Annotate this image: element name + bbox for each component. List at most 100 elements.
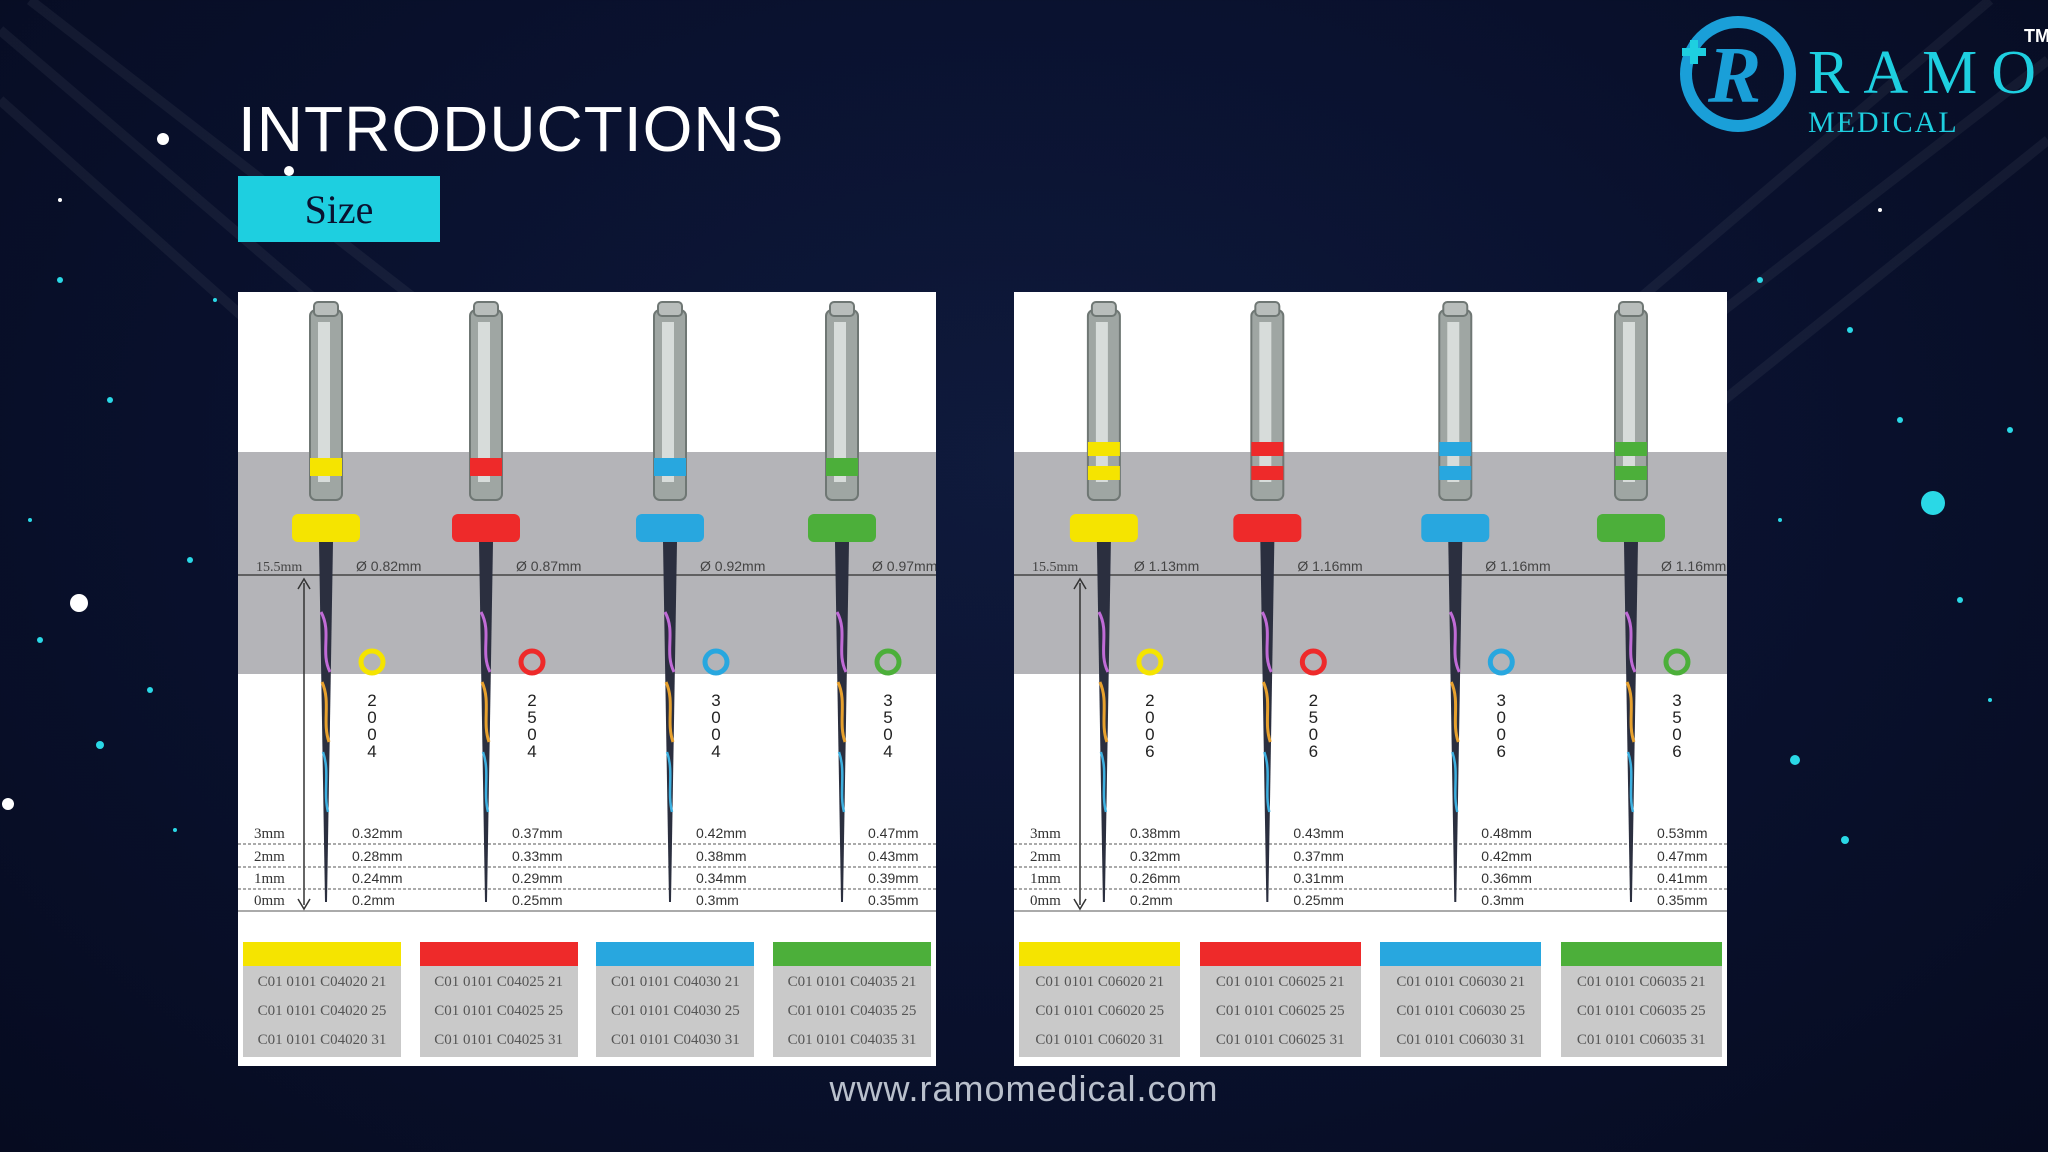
tip-diameter-value: 0.48mm bbox=[1481, 825, 1532, 841]
stopper-ring bbox=[292, 514, 360, 542]
level-label: 3mm bbox=[254, 826, 285, 842]
size-code-digit: 5 bbox=[883, 708, 892, 727]
color-bar-red bbox=[419, 942, 578, 966]
blade-flute bbox=[480, 681, 491, 743]
shank-cap bbox=[657, 301, 683, 317]
size-code-digit: 2 bbox=[527, 691, 536, 710]
shank-highlight bbox=[662, 322, 674, 482]
tip-diameter-value: 0.38mm bbox=[1130, 825, 1181, 841]
shank-highlight bbox=[1259, 322, 1272, 482]
tip-diameter-value: 0.43mm bbox=[868, 848, 919, 864]
stopper-ring bbox=[636, 514, 704, 542]
blade-flute bbox=[1624, 611, 1637, 673]
tip-diameter-value: 0.42mm bbox=[1481, 848, 1532, 864]
size-code-digit: 0 bbox=[1309, 725, 1318, 744]
product-code: C01 0101 C04030 31 bbox=[610, 1032, 740, 1048]
level-label: 1mm bbox=[1030, 871, 1061, 887]
shank-color-band bbox=[1251, 466, 1284, 480]
tip-diameter-value: 0.33mm bbox=[512, 848, 563, 864]
size-code-digit: 5 bbox=[527, 708, 536, 727]
shank-cap bbox=[1090, 301, 1117, 317]
diameter-label: Ø 0.82mm bbox=[356, 558, 421, 574]
product-code: C01 0101 C06025 21 bbox=[1215, 974, 1345, 990]
size-code-digit: 0 bbox=[711, 725, 720, 744]
blade-flute bbox=[664, 681, 675, 743]
shank-highlight bbox=[478, 322, 490, 482]
size-ring-icon bbox=[874, 648, 902, 676]
svg-text:R: R bbox=[1707, 32, 1761, 120]
shank-highlight bbox=[1622, 322, 1635, 482]
size-code-digit: 2 bbox=[1145, 691, 1154, 710]
blade-flute bbox=[1097, 611, 1110, 673]
tip-diameter-value: 0.32mm bbox=[1130, 848, 1181, 864]
shank-highlight bbox=[1095, 322, 1108, 482]
size-code-digit: 6 bbox=[1497, 742, 1506, 761]
blade-flute bbox=[837, 751, 846, 813]
size-code-digit: 2 bbox=[1309, 691, 1318, 710]
size-section-tag: Size bbox=[238, 176, 440, 242]
product-code: C01 0101 C04030 21 bbox=[610, 974, 740, 990]
tip-diameter-value: 0.35mm bbox=[868, 892, 919, 908]
shank-color-band bbox=[1251, 442, 1284, 456]
size-code-digit: 4 bbox=[883, 742, 892, 761]
product-code: C01 0101 C04035 31 bbox=[787, 1032, 917, 1048]
blade-flute bbox=[1451, 751, 1459, 813]
size-ring-icon bbox=[1136, 648, 1164, 676]
tip-diameter-value: 0.34mm bbox=[696, 870, 747, 886]
working-zone-band bbox=[238, 572, 936, 674]
blade-flute bbox=[1448, 611, 1461, 673]
shank-cap bbox=[473, 301, 499, 317]
blade-flute bbox=[1098, 681, 1109, 743]
product-code: C01 0101 C04025 31 bbox=[434, 1032, 564, 1048]
tip-diameter-value: 0.24mm bbox=[352, 870, 403, 886]
size-ring-icon bbox=[1487, 648, 1515, 676]
size-code-digit: 3 bbox=[1497, 691, 1506, 710]
shank-cap bbox=[313, 301, 339, 317]
footer-website-url: www.ramomedical.com bbox=[829, 1068, 1219, 1109]
tip-diameter-value: 0.2mm bbox=[352, 892, 395, 908]
product-code: C01 0101 C06025 25 bbox=[1215, 1003, 1345, 1019]
product-code: C01 0101 C06035 25 bbox=[1576, 1003, 1706, 1019]
shank-cap bbox=[1442, 301, 1469, 317]
shank-cap bbox=[1617, 301, 1644, 317]
tip-diameter-value: 0.43mm bbox=[1293, 825, 1344, 841]
size-code-digit: 0 bbox=[527, 725, 536, 744]
tip-diameter-value: 0.3mm bbox=[1481, 892, 1524, 908]
blade-flute bbox=[1449, 681, 1460, 743]
level-label: 3mm bbox=[1030, 826, 1061, 842]
product-code: C01 0101 C06035 31 bbox=[1576, 1032, 1706, 1048]
tip-diameter-value: 0.2mm bbox=[1130, 892, 1173, 908]
shank-highlight bbox=[1447, 322, 1460, 482]
length-label: 15.5mm bbox=[1032, 560, 1078, 575]
length-arrow-head-bottom bbox=[297, 898, 311, 911]
ramo-medical-logo: R RAMO MEDICAL TM bbox=[1670, 14, 2048, 139]
product-code: C01 0101 C06030 25 bbox=[1396, 1003, 1526, 1019]
tip-diameter-value: 0.41mm bbox=[1657, 870, 1708, 886]
size-code-digit: 5 bbox=[1672, 708, 1681, 727]
product-code: C01 0101 C04025 21 bbox=[434, 974, 564, 990]
size-ring-icon bbox=[358, 648, 386, 676]
blade-flute bbox=[320, 681, 331, 743]
shank-zone-band bbox=[238, 452, 936, 572]
diameter-label: Ø 1.16mm bbox=[1661, 558, 1726, 574]
blade-flute bbox=[1260, 611, 1273, 673]
blade-flute bbox=[1626, 751, 1635, 813]
size-ring-icon bbox=[1663, 648, 1691, 676]
size-code-digit: 0 bbox=[367, 725, 376, 744]
shank-highlight bbox=[318, 322, 330, 482]
size-ring-icon bbox=[702, 648, 730, 676]
product-code: C01 0101 C04035 21 bbox=[787, 974, 917, 990]
shank-cap bbox=[1254, 301, 1281, 317]
stopper-ring bbox=[1421, 514, 1490, 542]
